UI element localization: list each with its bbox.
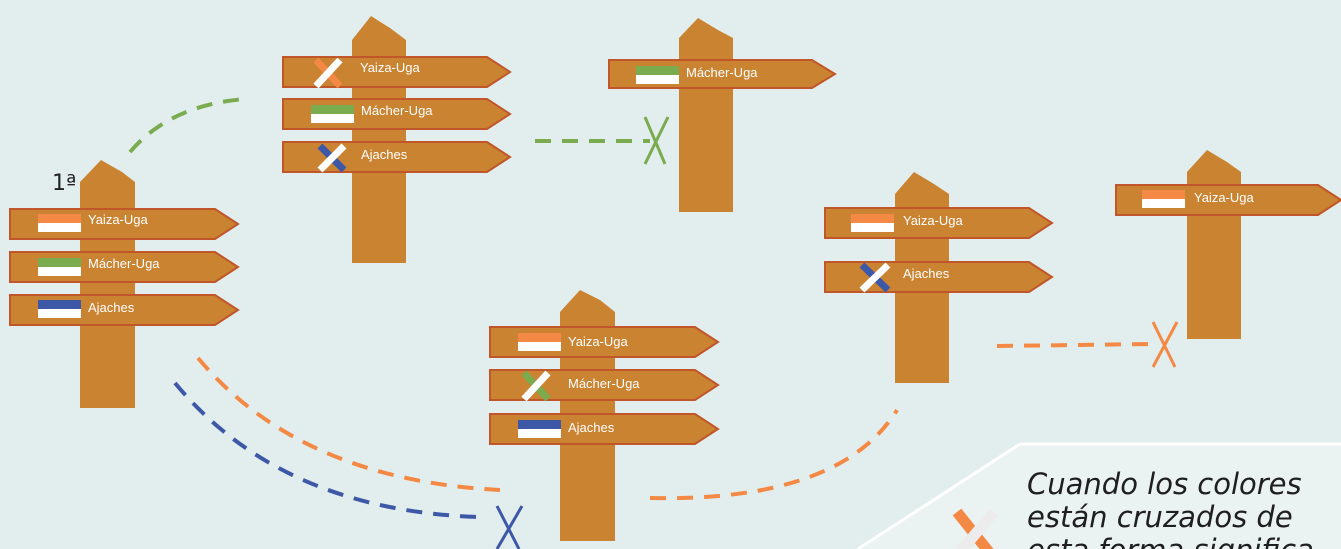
crossed-ajaches-icon xyxy=(859,262,891,293)
sign-label: Ajaches xyxy=(568,420,615,435)
sign-label: Mácher-Uga xyxy=(568,376,640,391)
crossed-macher-icon xyxy=(521,370,551,402)
note-line-2: están cruzados de xyxy=(1027,500,1293,534)
sign-label: Ajaches xyxy=(903,266,950,281)
sign-label: Yaiza-Uga xyxy=(88,212,149,227)
note-line-1: Cuando los colores xyxy=(1027,467,1302,501)
sign-label: Mácher-Uga xyxy=(361,103,433,118)
sign-label: Mácher-Uga xyxy=(686,65,758,80)
orange-dead-end-x-icon xyxy=(1151,321,1179,368)
green-dead-end-x-icon xyxy=(643,116,670,165)
crossed-yaiza-icon xyxy=(313,57,343,89)
sign-board-macher: Mácher-Uga xyxy=(9,251,240,283)
sign-board-macher: Mácher-Uga xyxy=(282,98,512,130)
sign-board-ajaches: Ajaches xyxy=(824,261,1054,293)
sign-label: Yaiza-Uga xyxy=(903,213,964,228)
orange-connector-start xyxy=(196,356,501,492)
sign-label: Yaiza-Uga xyxy=(1194,190,1255,205)
route-connectors xyxy=(128,97,1156,519)
post xyxy=(352,16,406,263)
signpost-4: Yaiza-Uga Mácher-Uga Ajaches xyxy=(489,290,720,541)
orange-connector-middle xyxy=(649,408,899,501)
sign-board-macher: Mácher-Uga xyxy=(489,369,720,402)
signpost-5: Yaiza-Uga Ajaches xyxy=(824,172,1054,383)
note-panel-border xyxy=(857,442,1341,549)
sign-label: Ajaches xyxy=(88,300,135,315)
sign-label: Yaiza-Uga xyxy=(568,334,629,349)
signpost-1: 1ª Yaiza-Uga Mácher-Uga Ajaches xyxy=(9,160,240,408)
post xyxy=(1187,150,1241,339)
sign-board-yaiza: Yaiza-Uga xyxy=(9,208,240,240)
sign-board-yaiza: Yaiza-Uga xyxy=(1115,184,1341,216)
sign-board-ajaches: Ajaches xyxy=(489,413,720,445)
signpost-2: Yaiza-Uga Mácher-Uga Ajaches xyxy=(282,16,512,263)
blue-dead-end-x-icon xyxy=(495,505,524,549)
post xyxy=(80,160,135,408)
note-line-3: esta forma significa xyxy=(1027,533,1314,549)
sign-board-ajaches: Ajaches xyxy=(9,294,240,326)
sign-board-macher: Mácher-Uga xyxy=(608,59,837,89)
signpost-3: Mácher-Uga xyxy=(608,18,837,212)
signpost-6: Yaiza-Uga xyxy=(1115,150,1341,339)
crossed-ajaches-icon xyxy=(317,143,347,173)
dead-end-markers xyxy=(495,116,1179,549)
sign-board-yaiza: Yaiza-Uga xyxy=(282,56,512,89)
green-connector-start xyxy=(128,97,246,154)
crossed-colors-icon xyxy=(952,508,999,549)
sign-label: Yaiza-Uga xyxy=(360,60,421,75)
orange-connector-dead-end xyxy=(996,342,1156,348)
sign-board-yaiza: Yaiza-Uga xyxy=(824,207,1054,239)
post xyxy=(679,18,733,212)
note-panel: Cuando los colores están cruzados de est… xyxy=(857,442,1341,549)
sign-label: Mácher-Uga xyxy=(88,256,160,271)
sign-board-ajaches: Ajaches xyxy=(282,141,512,173)
blue-connector-start xyxy=(173,381,479,519)
sign-board-yaiza: Yaiza-Uga xyxy=(489,326,720,358)
first-signpost-label: 1ª xyxy=(52,171,76,196)
sign-label: Ajaches xyxy=(361,147,408,162)
